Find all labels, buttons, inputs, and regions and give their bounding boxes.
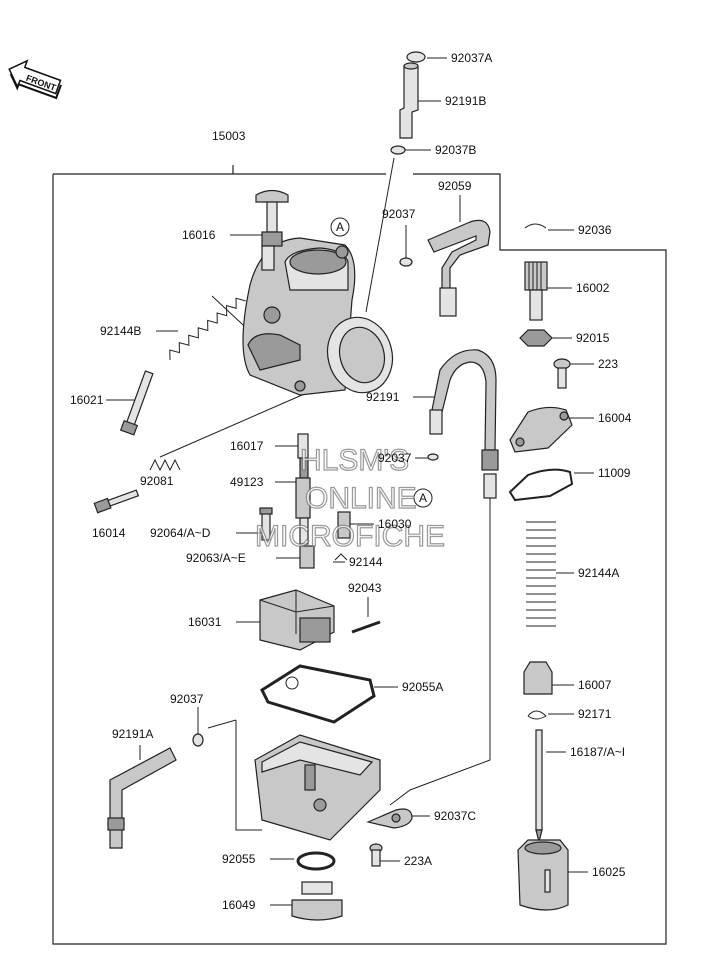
jet-92064 [259,507,273,541]
label-92064: 92064/A~D [150,526,211,540]
label-92144B: 92144B [100,324,141,338]
clip-92171 [527,710,547,720]
clip-92037A [406,51,426,63]
front-arrow-icon: FRONT [8,59,62,100]
carburetor-body [242,237,394,396]
label-16030: 16030 [378,517,412,531]
screw-223A [369,843,383,867]
float-bowl [254,734,381,841]
label-49123: 49123 [230,475,264,489]
valve-16025 [517,839,569,911]
label-16016: 16016 [182,228,216,242]
label-92144: 92144 [349,555,383,569]
part-labels: 92037A 92191B 92037B 15003 92059 92037 1… [70,51,632,912]
hose-92191 [429,349,499,499]
callout-a-mid-label: A [419,491,427,505]
tube-92191B [399,62,419,139]
callout-a-top: A [330,217,350,237]
clip-92037C [366,808,413,829]
screw-16014 [93,489,140,514]
label-16007: 16007 [578,678,612,692]
label-16017: 16017 [230,439,264,453]
watermark-line-1: HLSM'S [300,444,409,477]
jet-92063 [299,545,315,569]
cap-16002 [524,261,548,321]
label-16031: 16031 [188,615,222,629]
holder-16007 [523,661,553,695]
spring-92144A [526,521,556,627]
label-92037-top: 92037 [382,207,416,221]
nut-92015 [519,329,553,347]
label-92043: 92043 [348,581,382,595]
label-15003: 15003 [212,129,246,143]
screw-16021 [119,370,154,436]
hose-92059 [427,219,491,317]
label-92055A: 92055A [402,680,443,694]
clip-92037-low [192,733,204,747]
clip-92036 [524,223,547,229]
jet-49123 [295,477,311,545]
needle-16187 [535,729,543,843]
label-223: 223 [598,357,618,371]
label-92191: 92191 [366,390,400,404]
spring-92081 [149,458,181,472]
plate-16004 [509,406,573,453]
callout-a-mid: A [413,488,433,508]
label-92144A: 92144A [578,566,619,580]
callout-a-top-label: A [336,220,344,234]
label-92037-mid: 92037 [378,451,412,465]
label-92037A: 92037A [451,51,492,65]
label-92081: 92081 [140,474,174,488]
clip-92037-mid [427,453,439,461]
spring-92144B [169,297,246,361]
jet-16030 [337,511,351,539]
watermark-line-2: ONLINE [305,482,417,515]
watermark-line-3: MICROFICHE [255,520,445,553]
gasket-11009 [508,468,574,502]
label-16049: 16049 [222,898,256,912]
clip-92037B [390,145,406,155]
pin-92043 [351,620,381,634]
o-ring-92055 [296,851,336,871]
label-16187: 16187/A~I [570,745,625,759]
clip-92144 [334,553,348,561]
label-223A: 223A [404,854,432,868]
label-16025: 16025 [592,865,626,879]
clip-92037-top [399,257,413,267]
label-92063: 92063/A~E [186,551,246,565]
label-92036: 92036 [578,223,612,237]
label-92191B: 92191B [445,94,486,108]
watermark: HLSM'S ONLINE MICROFICHE [254,443,445,553]
label-16004: 16004 [598,411,632,425]
float-16031 [259,589,335,651]
bolt-223 [553,358,571,389]
label-92037B: 92037B [435,143,476,157]
label-92171: 92171 [578,707,612,721]
screw-16016 [255,189,289,271]
label-16021: 16021 [70,393,104,407]
label-92055: 92055 [222,852,256,866]
label-16002: 16002 [576,281,610,295]
hose-92191A [107,747,177,849]
label-92191A: 92191A [112,727,153,741]
label-16014: 16014 [92,526,126,540]
plug-16049 [291,881,343,921]
leader-lines [106,57,594,906]
label-92059: 92059 [438,179,472,193]
label-92037C: 92037C [434,809,476,823]
label-92037-low: 92037 [170,692,204,706]
assembly-frame [52,165,667,945]
label-92015: 92015 [576,331,610,345]
gasket-92055A [260,664,376,724]
label-11009: 11009 [598,466,631,480]
